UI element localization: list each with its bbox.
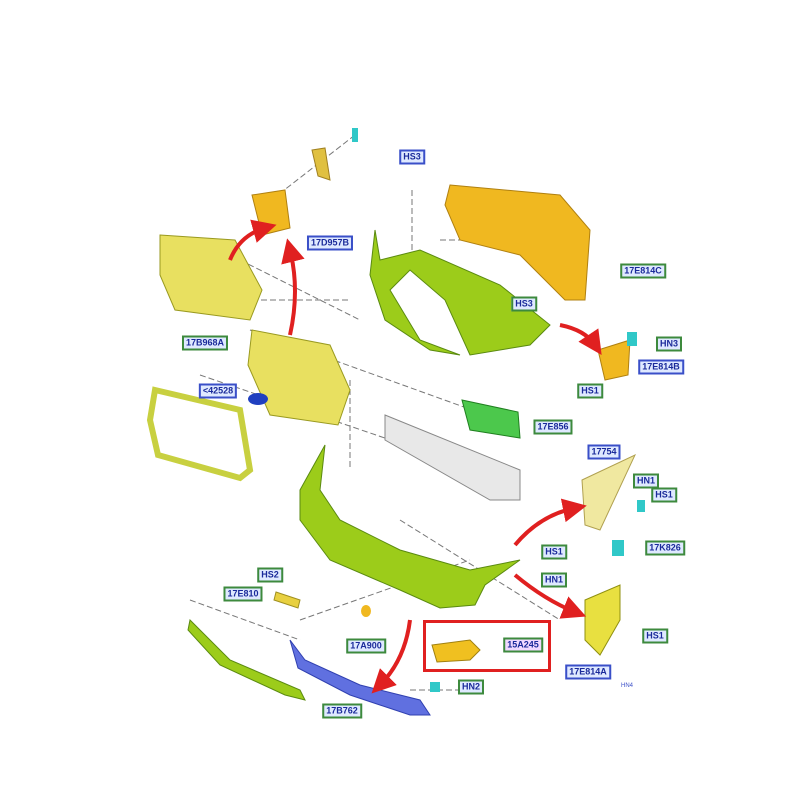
label-hn4-partial: HN4 <box>621 683 634 689</box>
bracket-17e856 <box>461 399 521 439</box>
bracket-17e814b <box>597 339 631 381</box>
radiator-support-17e814c <box>444 184 591 301</box>
part-17a900 <box>361 605 371 617</box>
ford-badge <box>248 393 268 405</box>
label-hs1-c[interactable]: HS1 <box>541 544 567 560</box>
label-17d957b[interactable]: 17D957B <box>306 235 354 251</box>
clip-17k826 <box>612 540 624 556</box>
label-hn1-b[interactable]: HN1 <box>540 572 568 588</box>
fog-lamp-bezel-15a245 <box>431 639 481 663</box>
label-17e814b[interactable]: 17E814B <box>638 359 684 375</box>
front-bumper-cover <box>299 444 521 609</box>
clip-hn2 <box>430 682 440 692</box>
label-hs3-mid[interactable]: HS3 <box>511 296 537 312</box>
upper-bracket <box>251 189 291 236</box>
grille-surround <box>146 386 254 482</box>
clip-hn3 <box>627 332 637 346</box>
trim-17e810 <box>273 591 301 609</box>
label-hn3[interactable]: HN3 <box>655 336 683 352</box>
upper-fascia-17d957b <box>369 229 551 356</box>
bracket-17754 <box>581 453 637 531</box>
label-17b968a[interactable]: 17B968A <box>181 335 229 351</box>
lower-lip-spoiler <box>187 618 306 701</box>
label-15a245[interactable]: 15A245 <box>503 637 543 653</box>
label-hs1-a[interactable]: HS1 <box>577 383 603 399</box>
label-17754[interactable]: 17754 <box>587 444 621 460</box>
grille-upper <box>159 234 263 321</box>
screw-icon <box>352 128 358 142</box>
label-42528[interactable]: <42528 <box>198 383 238 399</box>
small-bracket <box>311 147 331 181</box>
label-hn1-a[interactable]: HN1 <box>632 473 660 489</box>
label-17e810[interactable]: 17E810 <box>223 586 263 602</box>
label-hs3-top[interactable]: HS3 <box>399 149 425 165</box>
red-arrows <box>228 219 602 694</box>
label-17e814a[interactable]: 17E814A <box>565 664 611 680</box>
label-hn2[interactable]: HN2 <box>457 679 485 695</box>
label-17e856[interactable]: 17E856 <box>533 419 573 435</box>
label-17k826[interactable]: 17K826 <box>645 540 685 556</box>
bracket-17e814a <box>584 584 621 656</box>
lower-deflector-17b762 <box>289 639 431 716</box>
label-hs1-d[interactable]: HS1 <box>642 628 668 644</box>
bumper-reinforcement <box>384 414 521 501</box>
label-hs2[interactable]: HS2 <box>257 567 283 583</box>
label-17e814c[interactable]: 17E814C <box>620 263 666 279</box>
label-hs1-b[interactable]: HS1 <box>651 487 677 503</box>
grille-17b968a <box>247 329 351 426</box>
clip-hn1 <box>637 500 645 512</box>
label-17b762[interactable]: 17B762 <box>322 703 362 719</box>
highlight-box <box>423 620 551 672</box>
label-17a900[interactable]: 17A900 <box>346 638 386 654</box>
